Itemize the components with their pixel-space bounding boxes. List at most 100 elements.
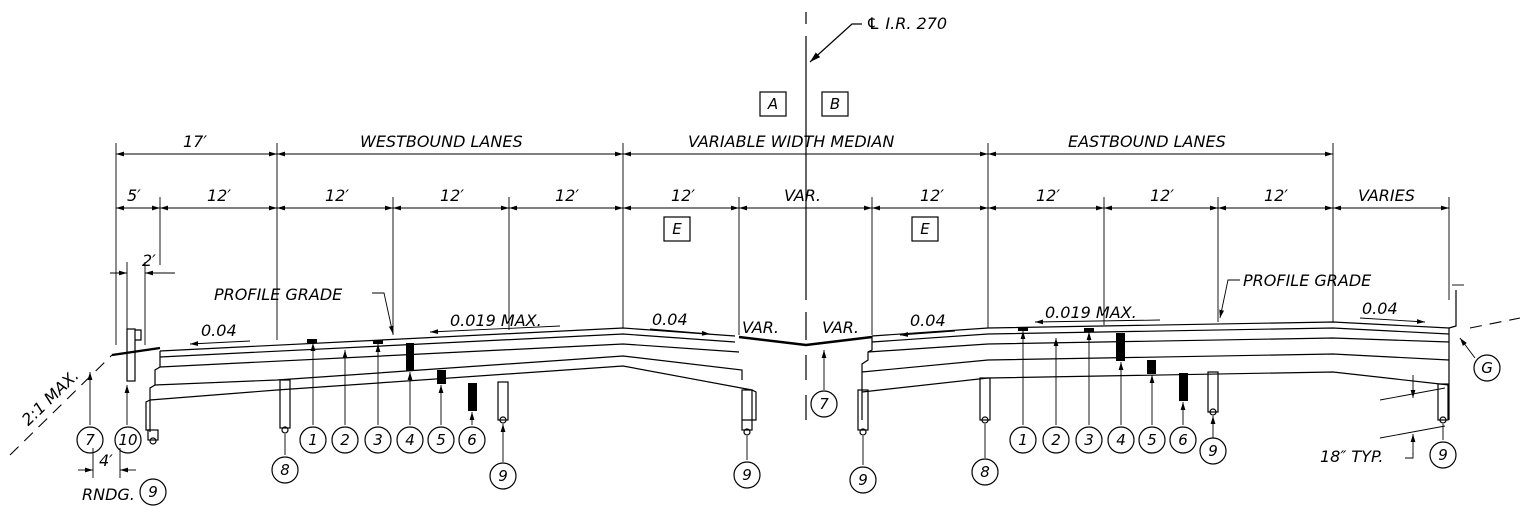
callout-5-wb: 5 <box>427 426 455 454</box>
svg-text:A: A <box>767 95 778 113</box>
svg-text:8: 8 <box>280 461 290 479</box>
svg-text:9: 9 <box>1208 442 1218 460</box>
callout-1-wb: 1 <box>299 426 327 454</box>
svg-text:1: 1 <box>308 431 318 449</box>
callout-7-left: 7 <box>76 426 104 454</box>
svg-text:6: 6 <box>467 431 477 449</box>
svg-text:RNDG.: RNDG. <box>82 485 135 504</box>
median-ditch <box>738 335 873 347</box>
dim-5: 5′ <box>127 186 141 205</box>
callout-leaders <box>87 331 1476 465</box>
callout-2-wb: 2 <box>331 426 359 454</box>
callout-2-eb: 2 <box>1042 426 1070 454</box>
svg-text:2′: 2′ <box>142 251 156 270</box>
slope-left-019: 0.019 MAX. <box>450 311 542 330</box>
westbound-lanes-label: WESTBOUND LANES <box>360 132 523 151</box>
svg-text:9: 9 <box>498 467 508 485</box>
slope-right-004: 0.04 <box>1362 299 1398 318</box>
box-e-left: E <box>663 216 691 242</box>
svg-text:6: 6 <box>1178 431 1188 449</box>
centerline: ℄ I.R. 270 <box>805 12 947 420</box>
svg-text:12′: 12′ <box>555 186 579 205</box>
centerline-label: ℄ I.R. 270 <box>866 14 947 33</box>
svg-text:12′: 12′ <box>920 186 944 205</box>
svg-text:2: 2 <box>1051 431 1061 449</box>
callout-3-eb: 3 <box>1075 426 1103 454</box>
svg-text:3: 3 <box>373 431 383 449</box>
westbound-pavement <box>111 327 757 445</box>
svg-text:9: 9 <box>858 471 868 489</box>
slope-left-004: 0.04 <box>201 321 237 340</box>
typ-18-label: 18″ TYP. <box>1320 447 1384 466</box>
top-dimension-line: 17′ WESTBOUND LANES VARIABLE WIDTH MEDIA… <box>115 132 1334 345</box>
callout-6-eb: 6 <box>1169 426 1197 454</box>
callout-9-eb: 9 <box>1199 437 1227 465</box>
svg-text:B: B <box>830 95 840 113</box>
svg-text:2: 2 <box>340 431 350 449</box>
slope-median-var-left: VAR. <box>742 318 779 337</box>
median-label: VARIABLE WIDTH MEDIAN <box>688 132 894 151</box>
svg-text:1: 1 <box>1018 431 1028 449</box>
svg-text:5: 5 <box>436 431 446 449</box>
callout-3-wb: 3 <box>364 426 392 454</box>
callouts: 7 10 9 8 1 2 3 4 5 6 9 9 7 9 8 1 2 3 4 5… <box>76 354 1501 506</box>
svg-text:5: 5 <box>1147 431 1157 449</box>
svg-text:12′: 12′ <box>325 186 349 205</box>
svg-text:7: 7 <box>819 395 829 413</box>
dim-varies: VARIES <box>1358 186 1415 205</box>
svg-text:12′: 12′ <box>440 186 464 205</box>
svg-text:E: E <box>920 220 930 238</box>
slope-right-019: 0.019 MAX. <box>1045 303 1137 322</box>
eastbound-lanes-label: EASTBOUND LANES <box>1068 132 1226 151</box>
svg-text:12′: 12′ <box>1264 186 1288 205</box>
callout-1-eb: 1 <box>1009 426 1037 454</box>
slope-labels: 0.04 0.019 MAX. 0.04 VAR. VAR. 0.04 0.01… <box>189 299 1426 347</box>
callout-4-eb: 4 <box>1107 426 1135 454</box>
svg-text:10: 10 <box>118 431 137 449</box>
box-a: A <box>759 91 787 117</box>
svg-text:9: 9 <box>742 466 752 484</box>
callout-9-median-left: 9 <box>733 461 761 489</box>
callout-8-wb: 8 <box>271 456 299 484</box>
svg-text:PROFILE GRADE: PROFILE GRADE <box>214 285 343 304</box>
callout-9-rndg: 9 <box>139 478 167 506</box>
callout-9-wb: 9 <box>489 462 517 490</box>
box-e-right: E <box>911 216 939 242</box>
callout-9-end: 9 <box>1429 441 1457 469</box>
side-slope-label: 2:1 MAX. <box>18 366 83 429</box>
callout-8-eb: 8 <box>971 458 999 486</box>
callout-6-wb: 6 <box>458 426 486 454</box>
sub-dimension-line: 5′ 12′ 12′ 12′ 12′ 12′ VAR. 12′ 12′ 12′ … <box>116 186 1450 335</box>
svg-text:4′: 4′ <box>99 451 113 470</box>
svg-text:9: 9 <box>148 483 158 501</box>
svg-text:7: 7 <box>85 431 95 449</box>
dim-2ft: 2′ <box>110 251 175 345</box>
dim-17: 17′ <box>183 132 207 151</box>
svg-text:9: 9 <box>1438 446 1448 464</box>
eastbound-pavement <box>857 284 1521 459</box>
svg-text:4: 4 <box>1116 431 1126 449</box>
svg-text:3: 3 <box>1084 431 1094 449</box>
side-slope: 2:1 MAX. <box>9 354 113 456</box>
box-b: B <box>821 91 849 117</box>
callout-7-median: 7 <box>810 390 838 418</box>
profile-grade-right: PROFILE GRADE <box>1219 271 1372 319</box>
svg-text:12′: 12′ <box>207 186 231 205</box>
slope-median-var-right: VAR. <box>822 318 859 337</box>
rounding-dim: 4′ RNDG. <box>78 448 136 504</box>
callout-9-median-right: 9 <box>849 466 877 494</box>
svg-text:PROFILE GRADE: PROFILE GRADE <box>1243 271 1372 290</box>
svg-text:8: 8 <box>980 463 990 481</box>
svg-text:G: G <box>1481 359 1493 377</box>
callout-4-wb: 4 <box>396 426 424 454</box>
callout-10: 10 <box>114 426 142 454</box>
dim-var: VAR. <box>784 186 821 205</box>
slope-median-004-right: 0.04 <box>910 311 946 330</box>
svg-text:12′: 12′ <box>1150 186 1174 205</box>
svg-text:E: E <box>672 220 682 238</box>
callout-5-eb: 5 <box>1138 426 1166 454</box>
callout-g: G <box>1473 354 1501 382</box>
svg-text:12′: 12′ <box>671 186 695 205</box>
